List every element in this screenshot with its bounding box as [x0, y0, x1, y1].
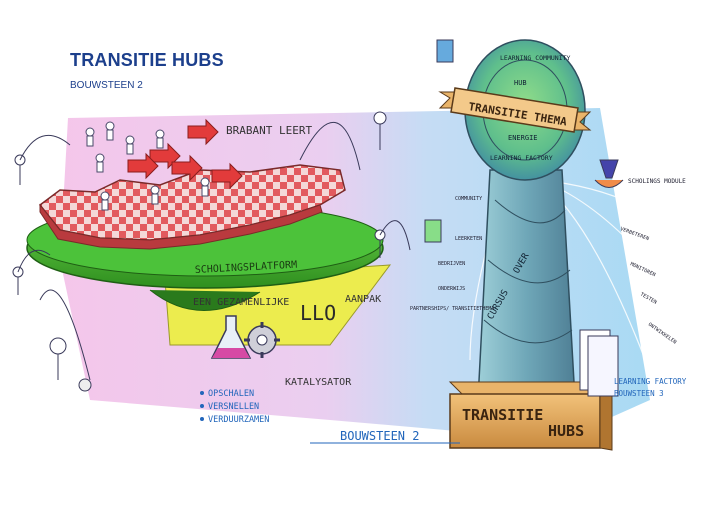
left-label: ONDERWIJS	[438, 286, 465, 292]
gezamenlijke-label: EEN GEZAMENLIJKE	[193, 297, 289, 308]
left-label: PARTNERSHIPS/ TRANSITIETHEMA	[410, 306, 494, 312]
llo-label: LLO	[300, 301, 336, 325]
left-label: BEDRIJVEN	[438, 261, 465, 267]
stem-word: CURSUS	[486, 288, 511, 321]
stem-word: OVER	[512, 251, 532, 275]
right-labels: VERBETEREN MONITOREN TESTEN ONTWIKKELEN	[619, 226, 677, 345]
left-labels: COMMUNITY LEERKETEN BEDRIJVEN ONDERWIJS …	[410, 196, 494, 312]
aanpak-label: AANPAK	[345, 294, 381, 305]
disc-ring-label: HUB	[514, 79, 527, 87]
benefit-item: VERDUURZAMEN	[208, 415, 269, 425]
base-label-right: HUBS	[548, 422, 584, 440]
brabant-leert-label: BRABANT LEERT	[226, 124, 312, 137]
bouwsteen2-label: BOUWSTEEN 2	[340, 429, 419, 443]
right-label: ONTWIKKELEN	[647, 322, 678, 346]
right-label: MONITOREN	[629, 261, 656, 278]
right-label: TESTEN	[639, 292, 658, 306]
benefit-item: VERSNELLEN	[208, 402, 259, 412]
benefit-item: OPSCHALEN	[208, 389, 254, 399]
scholingsplatform-label: SCHOLINGSPLATFORM	[195, 260, 298, 276]
bouwsteen3-label: BOUWSTEEN 3	[614, 389, 664, 398]
benefits-list: OPSCHALEN VERSNELLEN VERDUURZAMEN	[200, 389, 269, 425]
learning-factory-label: LEARNING FACTORY	[614, 377, 687, 386]
disc-ring-label: LEARNING FACTORY	[490, 154, 553, 162]
disc-ring-label: LEARNING COMMUNITY	[500, 54, 571, 62]
katalysator-label: KATALYSATOR	[285, 377, 352, 388]
scholings-module-label: SCHOLINGS MODULE	[628, 178, 686, 185]
right-label: VERBETEREN	[619, 226, 649, 242]
disc-ring-label: ENERGIE	[508, 134, 538, 142]
left-label: LEERKETEN	[455, 236, 482, 242]
base-label-left: TRANSITIE	[462, 406, 543, 424]
left-label: COMMUNITY	[455, 196, 482, 202]
banner-label: TRANSITIE THEMA	[468, 100, 569, 128]
